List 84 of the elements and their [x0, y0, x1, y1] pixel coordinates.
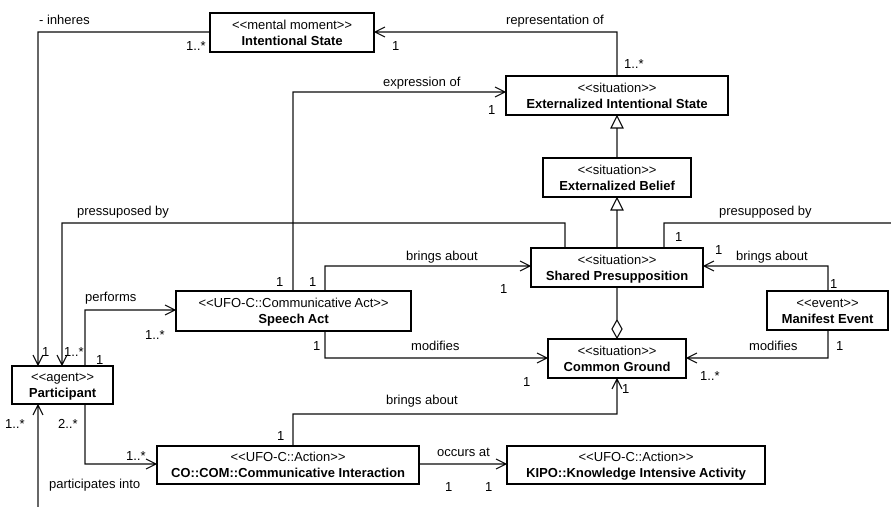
class-box	[175, 290, 412, 332]
multiplicity-label: 1	[836, 338, 844, 353]
association-arrow	[686, 331, 829, 364]
edge-label: presupposed by	[718, 203, 813, 218]
multiplicity-label: 1..*	[64, 344, 84, 359]
association-arrow	[292, 86, 506, 290]
multiplicity-label: 1..*	[624, 56, 644, 71]
multiplicity-label: 1	[488, 102, 496, 117]
edge-label: expression of	[382, 74, 462, 89]
multiplicity-label: 1	[276, 274, 284, 289]
edge-label: participates into	[48, 476, 142, 491]
multiplicity-label: 1	[309, 274, 316, 289]
multiplicity-label: 1	[830, 276, 838, 291]
stereotype-text: <<situation>>	[578, 342, 656, 358]
class-name: Intentional State	[241, 32, 343, 48]
multiplicity-label: 1..*	[126, 448, 146, 463]
multiplicity-label: 1	[622, 381, 630, 396]
association-arrow	[32, 31, 209, 366]
edge-label: - inheres	[38, 12, 91, 27]
stereotype-text: <<event>>	[796, 294, 859, 310]
association-arrow	[32, 404, 44, 507]
association-arrow	[84, 405, 157, 470]
class-box	[11, 365, 114, 405]
multiplicity-label: 1..*	[186, 38, 206, 53]
class-box	[542, 157, 692, 198]
multiplicity-label: 1	[523, 374, 530, 389]
multiplicity-label: 1	[313, 338, 320, 353]
edge-label: brings about	[405, 248, 479, 263]
stereotype-text: <<UFO-C::Action>>	[230, 449, 346, 465]
stereotype-text: <<situation>>	[578, 80, 656, 96]
multiplicity-label: 1..*	[700, 368, 720, 383]
multiplicity-label: 1	[500, 281, 508, 296]
association-arrow	[84, 304, 176, 365]
edge-label: representation of	[505, 12, 605, 27]
class-name: Participant	[28, 385, 96, 401]
edge-label: brings about	[385, 392, 459, 407]
class-box	[156, 445, 420, 485]
association-arrow	[56, 222, 566, 366]
class-box	[766, 290, 889, 331]
class-name: Manifest Event	[782, 310, 874, 326]
stereotype-text: <<UFO-C::Action>>	[578, 449, 694, 465]
class-name: Externalized Intentional State	[526, 96, 708, 112]
association-arrow	[324, 332, 548, 364]
edge-label: brings about	[735, 248, 809, 263]
stereotype-text: <<situation>>	[578, 162, 656, 178]
association-arrow	[374, 26, 618, 75]
class-box	[547, 338, 687, 379]
stereotype-text: <<mental moment>>	[232, 16, 352, 32]
aggregation-line	[611, 288, 623, 339]
association-arrow	[420, 458, 507, 470]
class-box	[506, 445, 766, 485]
multiplicity-label: 1	[485, 479, 492, 494]
class-name: Common Ground	[564, 358, 670, 374]
class-name: Speech Act	[258, 311, 329, 327]
class-name: KIPO::Knowledge Intensive Activity	[526, 465, 746, 481]
class-box	[530, 247, 704, 288]
association-arrow	[703, 260, 829, 290]
edge-label: pressuposed by	[76, 203, 170, 218]
edge-label: performs	[84, 289, 138, 304]
stereotype-text: <<agent>>	[31, 369, 94, 385]
edge-label: modifies	[410, 338, 460, 353]
multiplicity-label: 2..*	[58, 416, 78, 431]
class-box	[209, 12, 375, 53]
multiplicity-label: 1	[675, 229, 682, 244]
edge-label: modifies	[748, 338, 798, 353]
generalization-arrow	[610, 115, 624, 157]
multiplicity-label: 1..*	[5, 416, 25, 431]
stereotype-text: <<situation>>	[578, 252, 656, 268]
multiplicity-label: 1..*	[145, 327, 165, 342]
multiplicity-label: 1	[715, 242, 722, 257]
class-name: Shared Presupposition	[546, 268, 688, 284]
stereotype-text: <<UFO-C::Communicative Act>>	[198, 295, 388, 311]
multiplicity-label: 1	[96, 352, 104, 367]
generalization-arrow	[610, 197, 624, 247]
multiplicity-label: 1	[277, 428, 284, 443]
association-arrow	[324, 260, 531, 290]
multiplicity-label: 1	[42, 344, 50, 359]
multiplicity-label: 1	[445, 479, 452, 494]
multiplicity-label: 1	[392, 38, 400, 53]
class-box	[505, 75, 729, 116]
class-name: CO::COM::Communicative Interaction	[170, 465, 405, 481]
association-line	[663, 222, 891, 247]
association-arrow	[292, 378, 623, 445]
class-name: Externalized Belief	[559, 178, 675, 194]
